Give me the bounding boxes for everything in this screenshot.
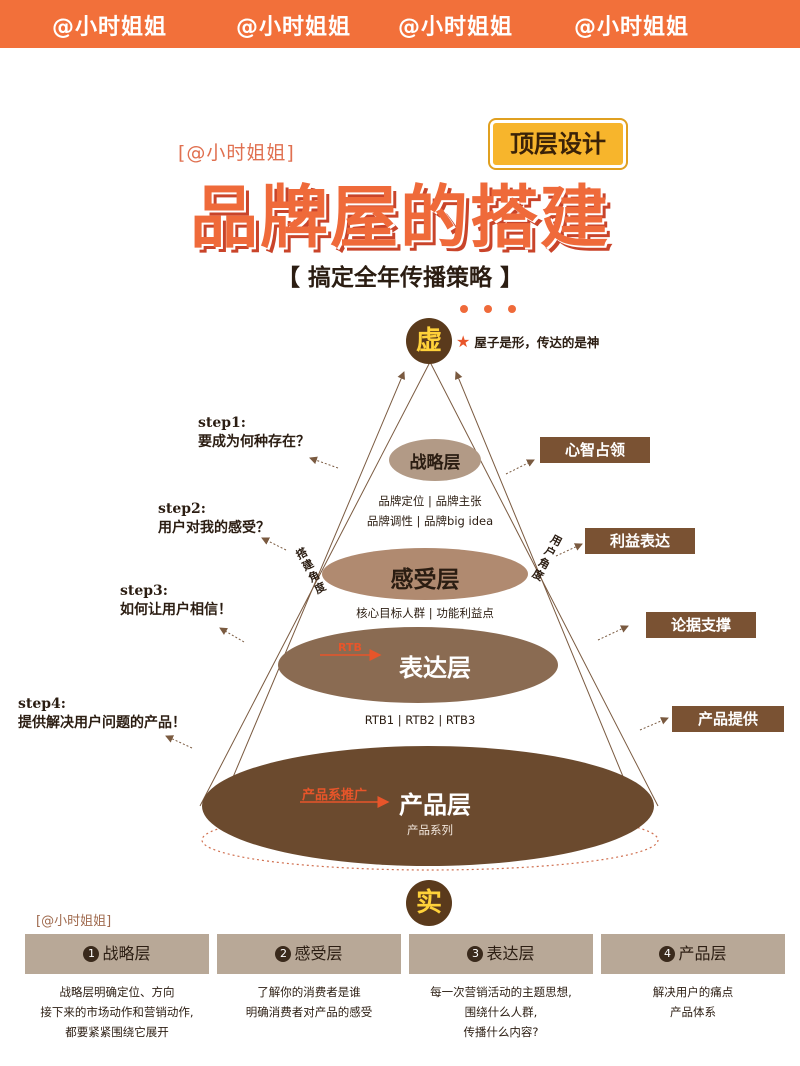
virtual-badge: 虚 [406, 318, 452, 364]
step4-arrow [165, 735, 193, 749]
layer-expression-desc: RTB1 | RTB2 | RTB3 [364, 713, 476, 727]
star-icon: ★ [456, 332, 471, 351]
author-tag: [@小时姐姐] [178, 142, 295, 164]
layer-product-desc: 产品系列 [407, 823, 453, 837]
real-badge: 实 [406, 880, 452, 926]
step1-text: step1:要成为何种存在？ [198, 415, 310, 450]
watermark-text: @小时姐姐 [236, 15, 352, 40]
layer-feeling-shape [322, 548, 528, 600]
mind-arrow [505, 459, 535, 475]
column-expression-body: 每一次营销活动的主题思想,围绕什么人群,传播什么内容? [430, 985, 572, 1039]
label-product-supply: 产品提供 [672, 706, 784, 732]
column-feeling-body: 了解你的消费者是谁明确消费者对产品的感受 [245, 985, 373, 1019]
layer-feeling-desc: 核心目标人群 | 功能利益点 [356, 606, 494, 620]
layer-strategy-shape [389, 439, 481, 481]
watermark-bar: @小时姐姐 @小时姐姐 @小时姐姐 @小时姐姐 [0, 0, 800, 48]
watermark-text: @小时姐姐 [398, 15, 514, 40]
benefit-arrow [555, 543, 583, 557]
product-promo-label: 产品系推广 [302, 788, 368, 803]
watermark-text: @小时姐姐 [52, 15, 168, 40]
step3-arrow [219, 627, 245, 643]
bottom-author-tag: [@小时姐姐] [36, 914, 112, 929]
slogan: ★屋子是形，传达的是神 [456, 332, 600, 351]
layer-product-shape [202, 746, 654, 866]
layer-strategy-label: 战略层 [409, 453, 461, 473]
step4-text: step4:提供解决用户问题的产品！ [18, 696, 186, 731]
layer-feeling-label: 感受层 [390, 567, 460, 593]
column-strategy-body: 战略层明确定位、方向接下来的市场动作和营销动作,都要紧紧围绕它展开 [40, 985, 194, 1039]
right-axis-arrow [454, 371, 637, 809]
step3-text: step3:如何让用户相信！ [120, 583, 232, 618]
rtb-arrow-label: RTB [338, 641, 362, 654]
left-axis-arrow [219, 371, 405, 809]
step2-text: step2:用户对我的感受？ [158, 501, 270, 536]
watermark-text: @小时姐姐 [574, 15, 690, 40]
page-title: 品牌屋的搭建 [189, 179, 610, 258]
layer-expression-label: 表达层 [399, 654, 471, 682]
layer-product-label: 产品层 [399, 791, 471, 819]
layer-strategy-desc: 品牌定位 | 品牌主张品牌调性 | 品牌big idea [366, 494, 494, 528]
decorative-dots [452, 298, 524, 317]
layer-expression-shape [278, 627, 558, 703]
label-evidence: 论据支撑 [646, 612, 756, 638]
top-design-badge: 顶层设计 [490, 120, 626, 168]
label-mind: 心智占领 [540, 437, 650, 463]
column-product-body: 解决用户的痛点产品体系 [652, 985, 734, 1019]
page-subtitle: 【 搞定全年传播策略 】 [276, 265, 523, 291]
evidence-arrow [597, 625, 629, 641]
product-supply-arrow [639, 717, 669, 731]
label-benefit: 利益表达 [585, 528, 695, 554]
step2-arrow [261, 537, 287, 551]
step1-arrow [309, 456, 339, 469]
